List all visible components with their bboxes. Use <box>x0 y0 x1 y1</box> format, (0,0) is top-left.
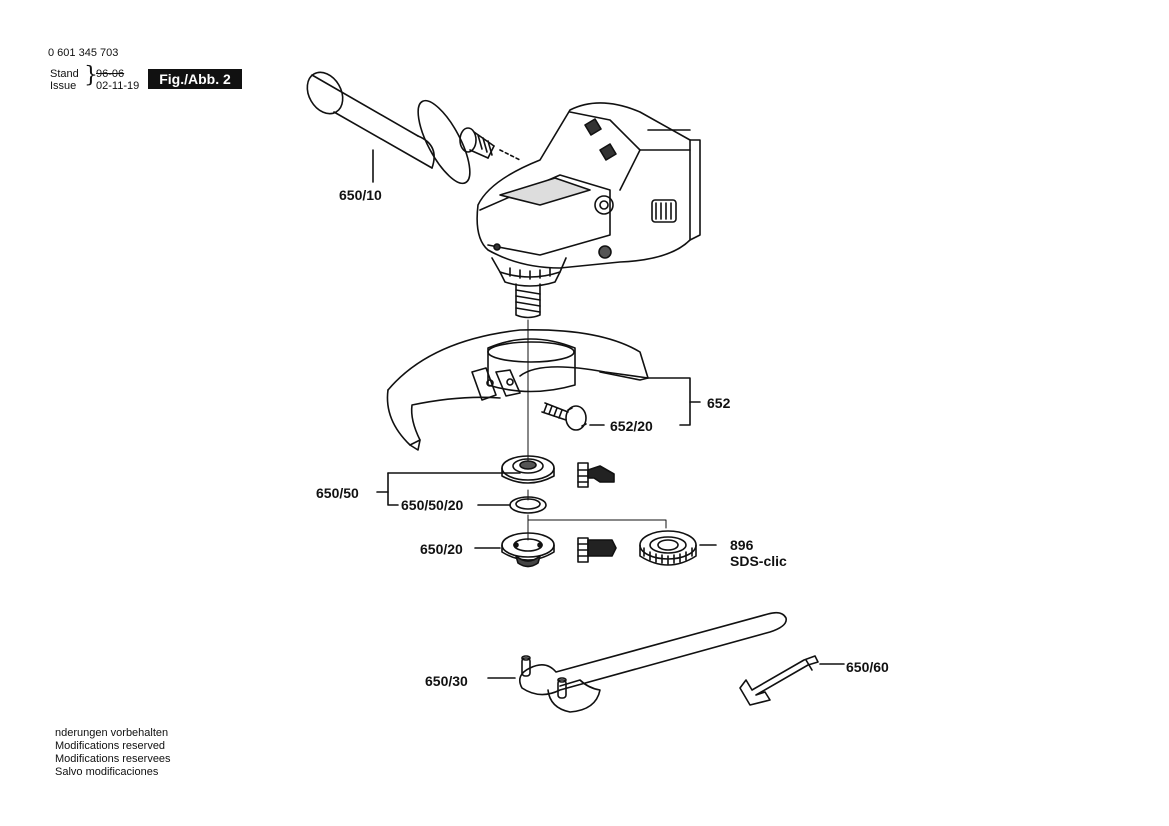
figure-title: Fig./Abb. 2 <box>148 69 242 89</box>
grinder-head-drawing <box>476 102 701 319</box>
label-650-20: 650/20 <box>420 541 463 557</box>
footer-line: Modifications reservees <box>55 753 171 765</box>
brace-icon: } <box>84 63 98 88</box>
issue-value: 02-11-19 <box>96 80 140 92</box>
label-650-30: 650/30 <box>425 673 468 689</box>
flange-symbol <box>577 462 615 488</box>
label-650-50: 650/50 <box>316 485 359 501</box>
guard-drawing <box>386 329 649 451</box>
footer-line: Modifications reserved <box>55 740 166 752</box>
stand-label: Stand <box>50 68 79 80</box>
clamp-nut-drawing <box>501 532 555 568</box>
label-sds-clic: SDS-clic <box>730 553 787 569</box>
screw-drawing <box>541 402 605 431</box>
label-896: 896 <box>730 537 754 553</box>
nut-symbol <box>577 537 617 563</box>
footer-line: Salvo modificaciones <box>55 766 159 778</box>
o-ring-drawing <box>509 496 547 514</box>
side-handle-drawing <box>306 71 521 185</box>
label-652-20: 652/20 <box>610 418 653 434</box>
label-650-10: 650/10 <box>339 187 382 203</box>
footer-notes: nderungen vorbehalten Modifications rese… <box>55 727 171 779</box>
label-652: 652 <box>707 395 731 411</box>
label-650-60: 650/60 <box>846 659 889 675</box>
stand-value: 96-06 <box>96 68 125 80</box>
spanner-drawing <box>519 611 787 713</box>
flange-drawing <box>501 455 555 484</box>
part-number: 0 601 345 703 <box>48 47 119 59</box>
issue-label: Issue <box>50 80 77 92</box>
hex-key-drawing <box>739 655 819 706</box>
footer-line: nderungen vorbehalten <box>55 727 169 739</box>
label-650-50-20: 650/50/20 <box>401 497 464 513</box>
sds-clic-drawing <box>639 530 697 566</box>
